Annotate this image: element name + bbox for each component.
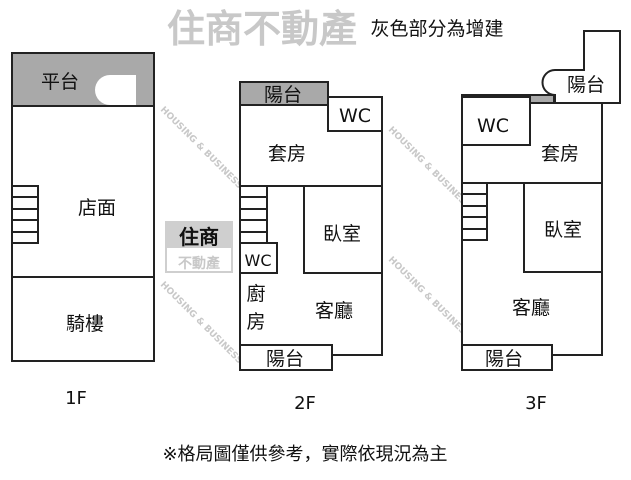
room-living: 客廳 <box>512 297 550 319</box>
stairs-icon <box>461 182 488 241</box>
room-bedroom: 臥室 <box>544 219 582 241</box>
floor-label-2f: 2F <box>294 393 316 414</box>
room-wc-top: WC <box>339 105 371 127</box>
room-wc: WC <box>477 115 509 137</box>
floor-3f: 陽台 WC 套房 臥室 客廳 陽台 3F <box>461 30 621 414</box>
room-balcony-top: 陽台 <box>264 84 302 106</box>
disclaimer: ※格局圖僅供參考，實際依現況為主 <box>162 444 447 465</box>
room-suite: 套房 <box>541 143 579 165</box>
stairs-icon <box>11 185 39 244</box>
floor-label-3f: 3F <box>525 393 547 414</box>
room-kitchen-1: 廚 <box>246 282 265 305</box>
floor-2f: 陽台 WC 套房 WC 臥室 廚 房 客廳 陽台 2F <box>239 81 383 414</box>
legend-note: 灰色部分為增建 <box>370 18 503 40</box>
room-shop: 店面 <box>78 197 116 219</box>
room-kitchen-2: 房 <box>246 311 265 333</box>
watermark-bottom: 不動產 <box>178 255 220 272</box>
room-arcade: 騎樓 <box>66 313 104 335</box>
watermark-english: HOUSING & BUSINESS <box>386 125 472 211</box>
room-suite: 套房 <box>268 143 306 165</box>
door-swing-icon <box>95 75 136 105</box>
room-balcony-bottom: 陽台 <box>485 348 523 370</box>
room-bedroom: 臥室 <box>323 223 361 245</box>
watermark-english: HOUSING & BUSINESS <box>386 255 472 341</box>
watermark-english: HOUSING & BUSINESS <box>158 105 244 191</box>
room-platform: 平台 <box>41 71 79 93</box>
stairs-icon <box>239 185 268 244</box>
watermark-large: 住商不動產 <box>167 7 357 51</box>
watermark-english: HOUSING & BUSINESS <box>158 280 244 366</box>
floor-label-1f: 1F <box>65 388 87 409</box>
room-wc: WC <box>245 251 272 270</box>
watermark-top: 住商 <box>179 225 219 249</box>
room-living: 客廳 <box>315 300 353 322</box>
room-balcony-bottom: 陽台 <box>266 348 304 370</box>
floor-1f: 平台 店面 騎樓 1F <box>11 52 155 409</box>
room-balcony-top: 陽台 <box>567 74 605 96</box>
